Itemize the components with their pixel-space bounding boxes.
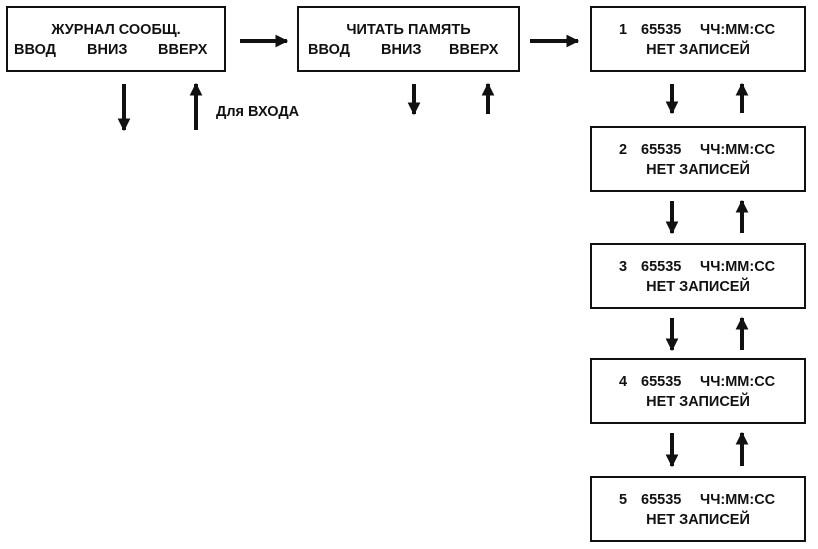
record-time: ЧЧ:ММ:СС: [700, 374, 776, 390]
entry-note: Для ВХОДА: [216, 104, 300, 120]
record-box-1: 1 65535 ЧЧ:ММ:СС НЕТ ЗАПИСЕЙ: [590, 6, 806, 72]
record-count: 65535: [641, 492, 682, 508]
record-status: НЕТ ЗАПИСЕЙ: [646, 162, 750, 178]
record-time: ЧЧ:ММ:СС: [700, 22, 776, 38]
record-box-2: 2 65535 ЧЧ:ММ:СС НЕТ ЗАПИСЕЙ: [590, 126, 806, 192]
enter-label: ВВОД: [14, 42, 56, 58]
read-memory-box: ЧИТАТЬ ПАМЯТЬ ВВОД ВНИЗ ВВЕРХ: [297, 6, 520, 72]
record-status: НЕТ ЗАПИСЕЙ: [646, 279, 750, 295]
down-label: ВНИЗ: [87, 42, 128, 58]
record-index: 5: [619, 492, 628, 508]
up-label: ВВЕРХ: [449, 42, 499, 58]
record-count: 65535: [641, 259, 682, 275]
up-label: ВВЕРХ: [158, 42, 208, 58]
record-box-4: 4 65535 ЧЧ:ММ:СС НЕТ ЗАПИСЕЙ: [590, 358, 806, 424]
record-count: 65535: [641, 142, 682, 158]
down-label: ВНИЗ: [381, 42, 422, 58]
record-box-3: 3 65535 ЧЧ:ММ:СС НЕТ ЗАПИСЕЙ: [590, 243, 806, 309]
record-index: 4: [619, 374, 628, 390]
record-count: 65535: [641, 374, 682, 390]
message-log-title: ЖУРНАЛ СООБЩ.: [51, 22, 181, 38]
record-index: 3: [619, 259, 628, 275]
record-status: НЕТ ЗАПИСЕЙ: [646, 42, 750, 58]
record-time: ЧЧ:ММ:СС: [700, 142, 776, 158]
record-count: 65535: [641, 22, 682, 38]
record-status: НЕТ ЗАПИСЕЙ: [646, 512, 750, 528]
message-log-box: ЖУРНАЛ СООБЩ. ВВОД ВНИЗ ВВЕРХ: [6, 6, 226, 72]
record-index: 1: [619, 22, 628, 38]
enter-label: ВВОД: [308, 42, 350, 58]
record-time: ЧЧ:ММ:СС: [700, 259, 776, 275]
read-memory-title: ЧИТАТЬ ПАМЯТЬ: [346, 22, 471, 38]
record-box-5: 5 65535 ЧЧ:ММ:СС НЕТ ЗАПИСЕЙ: [590, 476, 806, 542]
record-time: ЧЧ:ММ:СС: [700, 492, 776, 508]
record-status: НЕТ ЗАПИСЕЙ: [646, 394, 750, 410]
record-index: 2: [619, 142, 628, 158]
